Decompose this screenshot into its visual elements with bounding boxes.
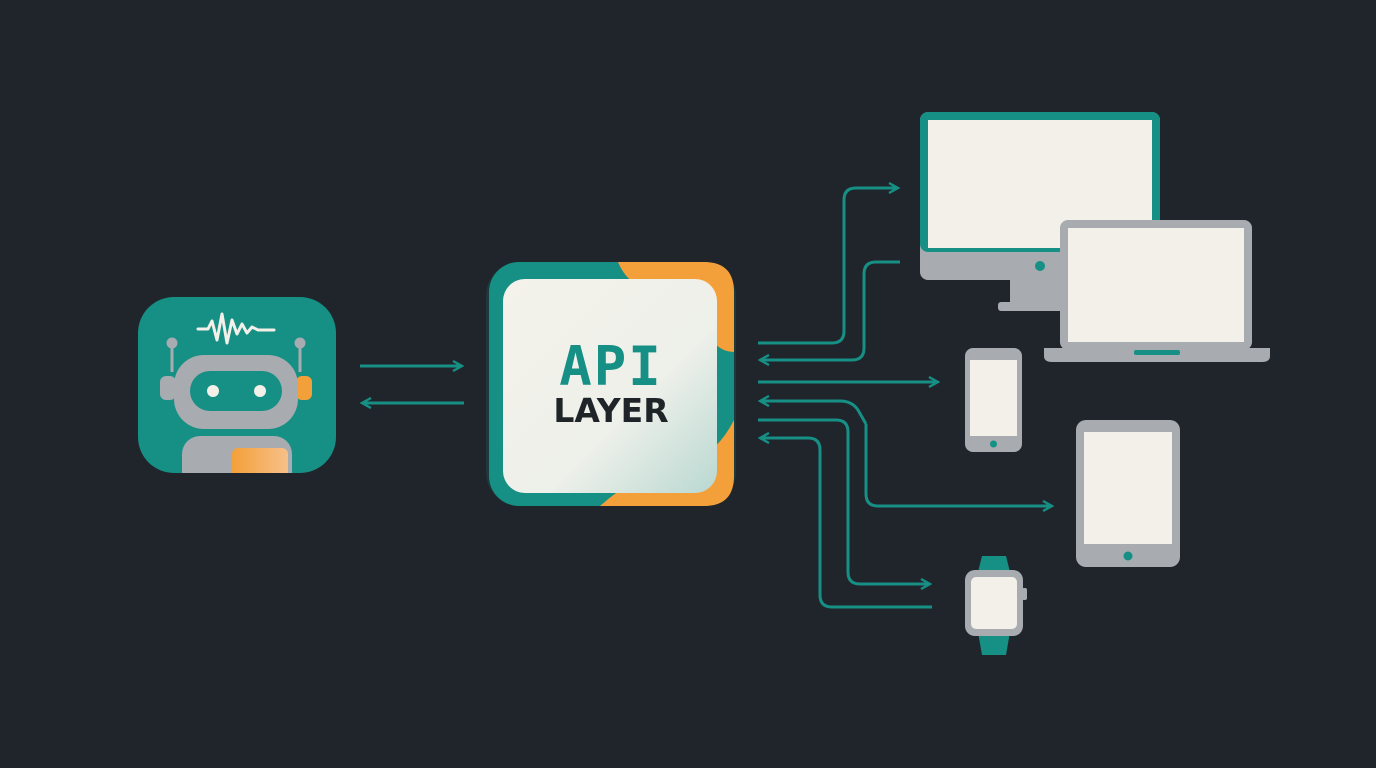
api-layer-title: API [559, 335, 663, 398]
api-layer-box [486, 262, 736, 506]
arrow-to-desktop [758, 188, 898, 345]
device-connectors [758, 188, 1052, 609]
arrow-to-tablet [864, 424, 1052, 506]
laptop-icon [1044, 220, 1270, 362]
robot-visor [190, 371, 282, 411]
robot-eye-left [207, 385, 219, 397]
tablet-icon [1076, 420, 1180, 567]
arrow-to-watch [758, 418, 930, 584]
robot-api-connectors [360, 366, 464, 403]
arrow-from-watch [760, 438, 932, 609]
smartphone-icon [965, 348, 1022, 452]
api-layer-subtitle: LAYER [553, 391, 669, 430]
robot-eye-right [254, 385, 266, 397]
smartwatch-icon [965, 556, 1027, 655]
line-tablet-branch [760, 399, 868, 425]
arrow-from-desktop [760, 260, 900, 360]
ai-robot-icon [138, 297, 336, 473]
waveform-icon [196, 312, 276, 345]
desktop-monitor-icon [920, 112, 1160, 311]
